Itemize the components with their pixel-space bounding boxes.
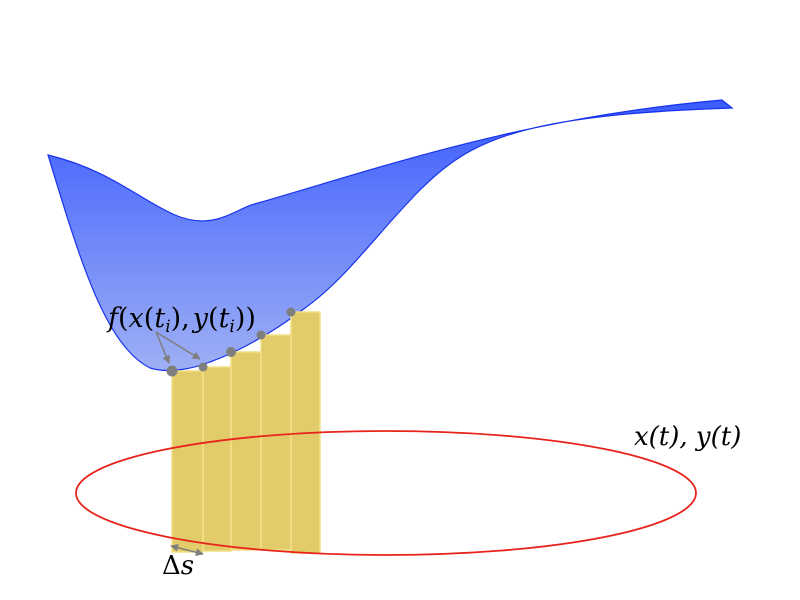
bar-3 — [231, 352, 261, 550]
curve-parametrization-label: x(t), y(t) — [634, 422, 741, 452]
bar-1 — [172, 371, 203, 552]
label-arrow-to-point-1 — [155, 331, 170, 364]
sample-points-group — [166, 307, 296, 377]
label-arrows-group — [155, 331, 201, 364]
sample-point-4 — [256, 330, 266, 340]
delta-s-arrow — [170, 543, 204, 557]
bar-4 — [261, 335, 291, 550]
bars-group — [172, 312, 320, 553]
function-value-label: f(x(ti),y(ti)) — [106, 303, 256, 337]
sample-point-3 — [226, 347, 236, 357]
bar-2 — [203, 367, 231, 551]
arc-length-element-label: Δs — [162, 551, 194, 581]
sample-point-5 — [286, 307, 296, 317]
sample-point-2 — [198, 362, 208, 372]
sample-point-1 — [166, 365, 178, 377]
parametric-curve-ellipse — [75, 430, 697, 556]
label-arrow-to-point-2 — [155, 331, 201, 360]
